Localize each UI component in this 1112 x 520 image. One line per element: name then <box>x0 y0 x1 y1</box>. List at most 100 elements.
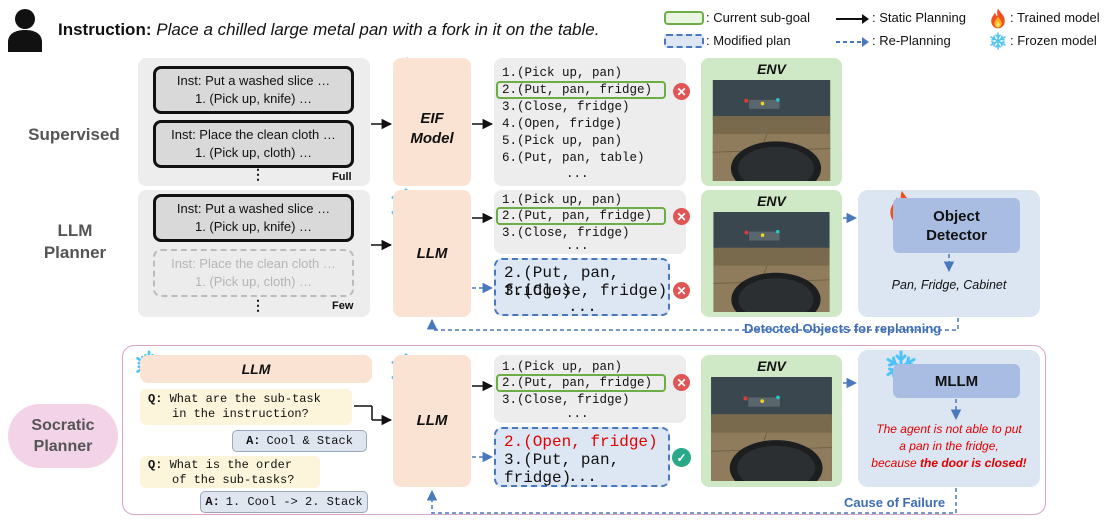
supervised-inst-2: Inst: Place the clean cloth … 1. (Pick u… <box>153 120 354 168</box>
plan-step: 2.(Put, pan, fridge) <box>502 83 653 97</box>
llm-plan: 1.(Pick up, pan) 2.(Put, pan, fridge) 3.… <box>494 190 686 254</box>
failure-explanation: The agent is not able to put a pan in th… <box>858 421 1040 472</box>
answer-2: A: 1. Cool -> 2. Stack <box>200 491 368 513</box>
socratic-plan: 1.(Pick up, pan) 2.(Put, pan, fridge) 3.… <box>494 355 686 423</box>
row-label-line2: Planner <box>33 438 93 455</box>
plan-step: 2.(Put, pan, fridge) <box>502 209 653 223</box>
plan-step: 3.(Close, fridge) <box>502 100 630 114</box>
inst-step: 1. (Pick up, knife) … <box>194 219 313 234</box>
plan-step: 2.(Put, pan, fridge) <box>504 264 620 300</box>
env-llm: ENV <box>701 190 842 317</box>
plan-step: 3.(Close, fridge) <box>502 226 630 240</box>
row-label-socratic: Socratic Planner <box>8 404 118 468</box>
model-name-line1: EIF <box>420 110 444 127</box>
legend-replan-arrow <box>836 37 869 47</box>
answer-1: A: Cool & Stack <box>232 430 367 452</box>
legend-subgoal-label: : Current sub-goal <box>706 10 811 25</box>
row-label-line1: Socratic <box>31 417 95 434</box>
current-subgoal-highlight <box>496 81 666 99</box>
plan-step: 3.(Put, pan, fridge) <box>504 451 620 487</box>
llm-modified-plan: 2.(Put, pan, fridge) 3.(Close, fridge) .… <box>494 258 670 316</box>
inst-step: 1. (Pick up, cloth) … <box>194 145 313 160</box>
legend-modified-swatch <box>664 34 704 48</box>
row-label-llm-planner: LLM Planner <box>20 218 130 266</box>
llm-inst-2-faded: Inst: Place the clean cloth … 1. (Pick u… <box>153 249 354 297</box>
plan-step: ... <box>566 407 589 421</box>
detector-line1: Object <box>933 207 980 225</box>
supervised-plan: 1.(Pick up, pan) 2.(Put, pan, fridge) 3.… <box>494 58 686 186</box>
answer-text: Cool & Stack <box>266 434 353 448</box>
env-label: ENV <box>757 61 786 77</box>
plan-step: 2.(Put, pan, fridge) <box>502 376 653 390</box>
question-text: in the instruction? <box>172 407 309 421</box>
model-name-line2: Model <box>410 130 454 147</box>
socratic-modified-plan: 2.(Open, fridge) 3.(Put, pan, fridge) ..… <box>494 427 670 487</box>
q-line1: What is the order <box>169 458 293 472</box>
socratic-llm-model: LLM <box>393 355 471 487</box>
fail-icon: ✕ <box>673 83 690 100</box>
socratic-frame <box>122 345 1046 515</box>
q-line1: What are the sub-task <box>169 392 321 406</box>
legend-frozen-label: : Frozen model <box>1010 33 1097 48</box>
supervised-tag: Full <box>332 171 352 183</box>
legend-static-label: : Static Planning <box>872 10 966 25</box>
env-supervised: ENV <box>701 58 842 186</box>
legend: : Current sub-goal : Modified plan : Sta… <box>660 8 1110 56</box>
current-subgoal-highlight <box>496 374 666 392</box>
failure-text: because <box>871 456 920 470</box>
legend-modified-label: : Modified plan <box>706 33 791 48</box>
plan-step: ... <box>568 298 597 316</box>
failure-line: a pan in the fridge, <box>899 439 999 453</box>
feedback-detected-objects: Detected Objects for replanning <box>744 321 942 336</box>
success-check-icon: ✓ <box>672 448 691 467</box>
row-label-line2: Planner <box>43 243 107 262</box>
inst-title: Inst: Place the clean cloth … <box>171 127 336 142</box>
q-prefix: Q: <box>148 458 163 472</box>
question-2: Q: What is the order of the sub-tasks? <box>140 456 320 488</box>
a-prefix: A: <box>246 434 261 448</box>
fail-icon: ✕ <box>673 282 690 299</box>
plan-step: 4.(Open, fridge) <box>502 117 623 131</box>
ellipsis-vertical: ⋮ <box>251 297 265 313</box>
row-label-supervised: Supervised <box>28 125 120 144</box>
llm-tag: Few <box>332 300 354 312</box>
fail-icon: ✕ <box>673 374 690 391</box>
env-label: ENV <box>757 193 786 209</box>
current-subgoal-highlight <box>496 207 666 225</box>
plan-step: 6.(Put, pan, table) <box>502 151 645 165</box>
feedback-cause-of-failure: Cause of Failure <box>844 495 946 510</box>
question-text: of the sub-tasks? <box>172 473 295 487</box>
socratic-llm-header: LLM <box>140 355 372 383</box>
legend-subgoal-swatch <box>664 11 704 25</box>
question-1: Q: What are the sub-task in the instruct… <box>140 389 352 425</box>
env-label: ENV <box>757 358 786 374</box>
failure-emphasis: the door is closed! <box>920 456 1027 470</box>
legend-trained-label: : Trained model <box>1010 10 1100 25</box>
inst-title: Inst: Put a washed slice … <box>176 73 331 88</box>
inst-step: 1. (Pick up, knife) … <box>194 91 313 106</box>
detector-line2: Detector <box>926 226 987 244</box>
llm-inst-1: Inst: Put a washed slice … 1. (Pick up, … <box>153 194 354 242</box>
plan-step: 3.(Close, fridge) <box>502 393 630 407</box>
fail-icon: ✕ <box>673 208 690 225</box>
plan-step: 1.(Pick up, pan) <box>502 360 623 374</box>
plan-step: ... <box>566 167 589 181</box>
instruction-label: Instruction: <box>58 20 152 39</box>
legend-replan-label: : Re-Planning <box>872 33 951 48</box>
q-prefix: Q: <box>148 392 163 406</box>
failure-line: The agent is not able to put <box>876 422 1022 436</box>
env-socratic: ENV <box>701 355 842 487</box>
inst-title: Inst: Put a washed slice … <box>176 201 331 216</box>
plan-step: 2.(Open, fridge) <box>504 433 658 451</box>
detected-objects: Pan, Fridge, Cabinet <box>891 278 1007 292</box>
plan-step: ... <box>566 239 589 253</box>
mllm-box: MLLM <box>893 364 1020 398</box>
ellipsis-vertical: ⋮ <box>251 166 265 182</box>
answer-text: 1. Cool -> 2. Stack <box>225 495 363 509</box>
plan-step: ... <box>568 468 597 486</box>
plan-step: 1.(Pick up, pan) <box>502 66 623 80</box>
plan-step: 1.(Pick up, pan) <box>502 193 623 207</box>
inst-title: Inst: Place the clean cloth … <box>171 256 336 271</box>
plan-step: 3.(Close, fridge) <box>504 282 668 300</box>
